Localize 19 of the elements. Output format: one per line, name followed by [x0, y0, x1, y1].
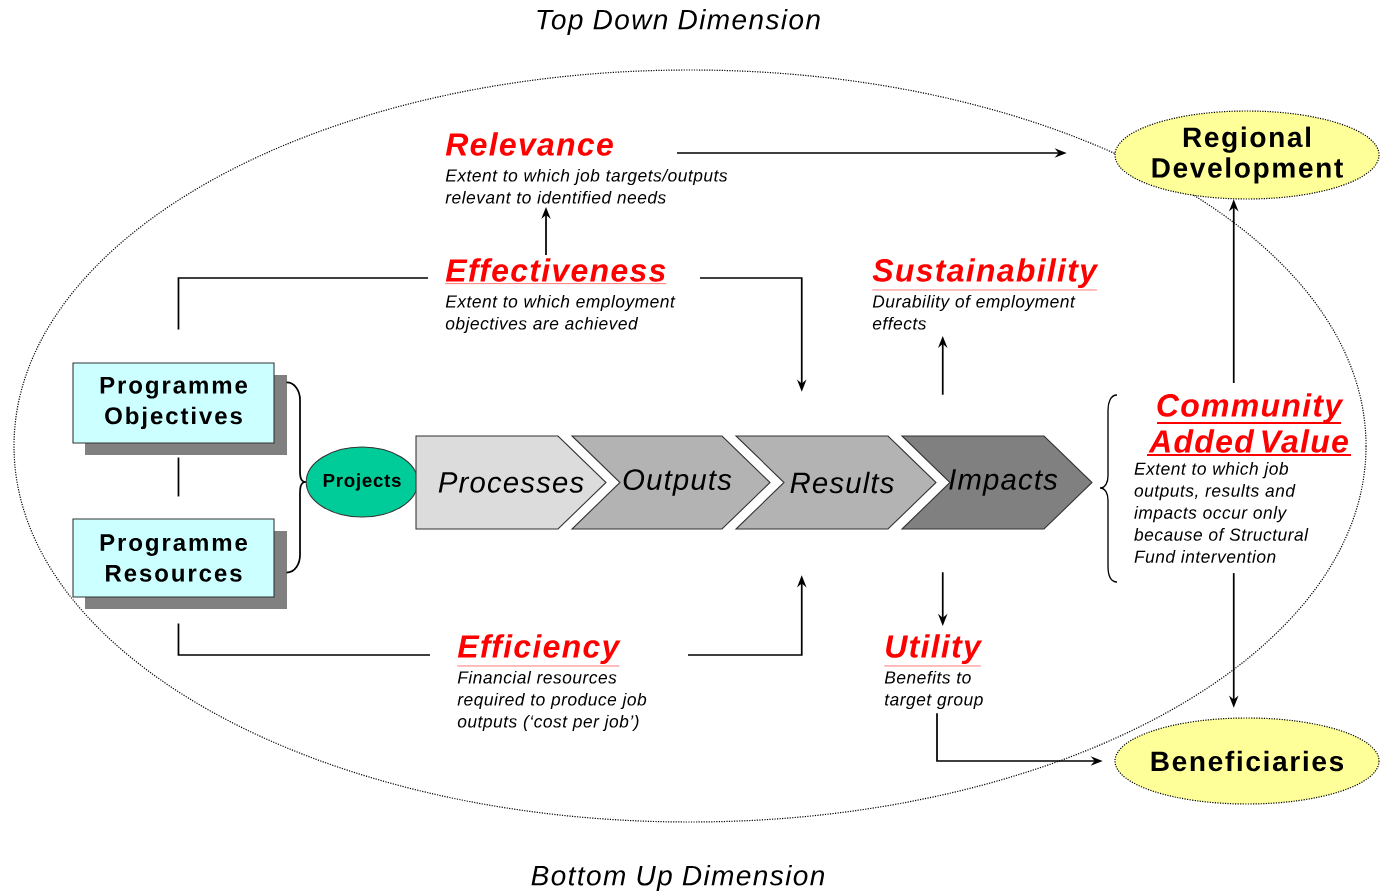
connector-line — [177, 456, 180, 498]
dimension-label: Top Down Dimension — [537, 8, 820, 36]
programme-box: Programme Objectives — [72, 362, 287, 455]
connector-line — [177, 622, 431, 656]
criterion-text: Relevance Extent to which job targets/outputs relevant to identified needs — [445, 132, 728, 204]
process-step: Results — [734, 435, 937, 530]
process-step: Processes — [415, 435, 607, 530]
programme-box: Programme Resources — [72, 518, 287, 609]
connector-line — [177, 277, 429, 331]
criterion-text: Utility Benefits to target group — [884, 634, 983, 710]
process-step: Impacts — [900, 435, 1093, 530]
projects-oval: Projects — [305, 446, 419, 518]
criterion-text: Effectiveness Extent to which employment objectives are achieved — [445, 258, 676, 334]
criterion-text: Efficiency Financial resources required to produce job outputs (‘cost per job’) — [457, 634, 647, 732]
dimension-label: Bottom Up Dimension — [531, 864, 825, 892]
criterion-text: Sustainability Durability of employment effects — [872, 258, 1099, 330]
brace-line — [285, 481, 307, 574]
criterion-text: Community Added Value Extent to which job outputs, results and impacts occur only because of Structural Fund intervention — [1134, 393, 1351, 563]
brace-line — [285, 381, 307, 483]
